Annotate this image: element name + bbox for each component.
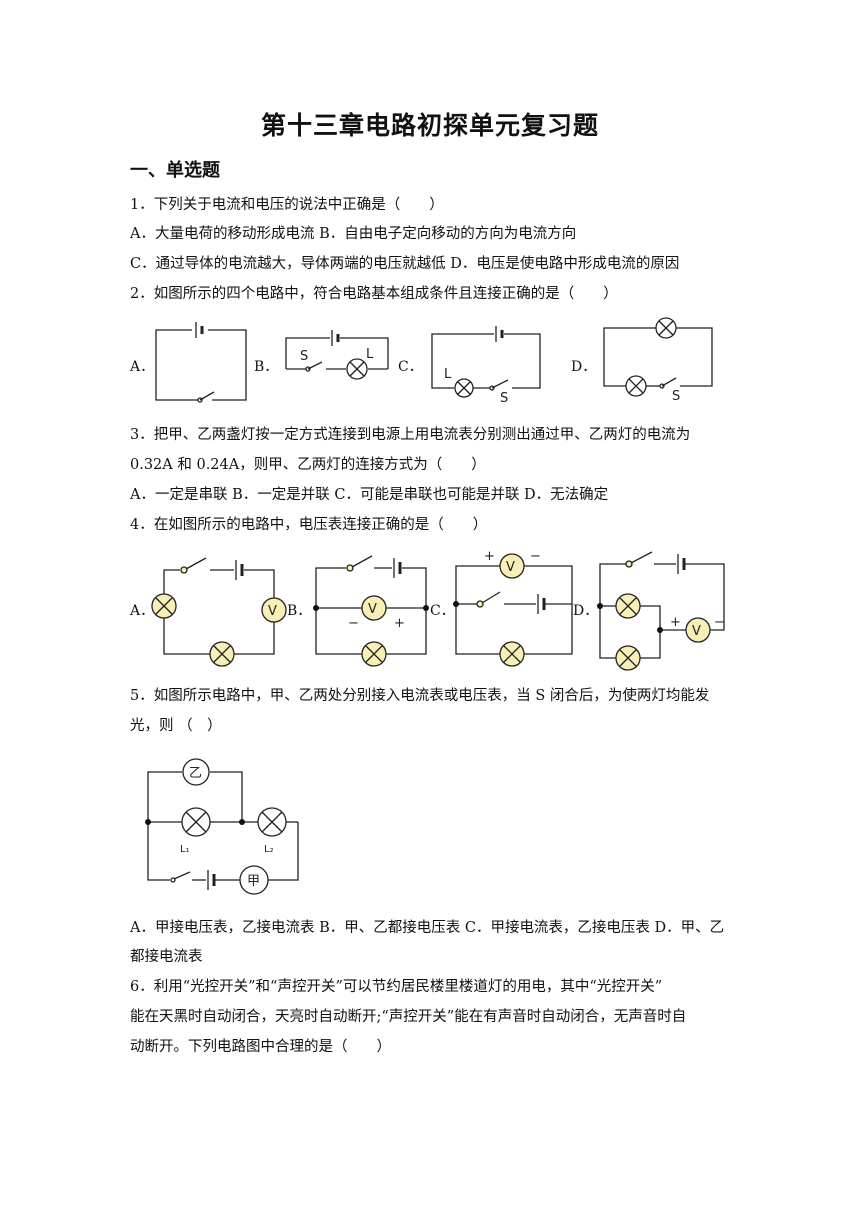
q5-options-2: 都接电流表 (130, 949, 203, 965)
q5-stem-2: 光，则 （ ） (130, 718, 222, 734)
q4-c-plus: + (484, 549, 495, 564)
q4-circuit-d: V + − (597, 551, 725, 671)
q4-stem: 4．在如图所示的电路中，电压表连接正确的是（ ） (130, 517, 488, 533)
q4-d-plus: + (670, 615, 681, 630)
q4-circuit-a: V (151, 557, 287, 667)
q2-b-switch-label: S (300, 349, 308, 364)
q4-d-meter-label: V (692, 624, 701, 639)
page-title: 第十三章电路初探单元复习题 (260, 111, 599, 140)
q6-stem-1: 6．利用“光控开关”和“声控开关”可以节约居民楼里楼道灯的用电，其中“光控开关” (130, 979, 663, 995)
q2-circuit-c: L S (431, 326, 541, 406)
q4-a-meter-label: V (268, 604, 277, 619)
q4-b-plus: + (394, 616, 405, 631)
q4-circuit-c: V + − (453, 549, 573, 667)
q4-b-minus: − (348, 616, 359, 631)
section-heading: 一、单选题 (130, 160, 220, 181)
q2-label-c: C． (398, 359, 423, 375)
q4-label-b: B． (287, 603, 312, 619)
q2-label-a: A． (130, 359, 155, 375)
q4-b-meter-label: V (368, 602, 377, 617)
q3-stem-1: 3．把甲、乙两盏灯按一定方式连接到电源上用电流表分别测出通过甲、乙两灯的电流为 (130, 427, 691, 443)
q2-circuit-b: S L (285, 330, 389, 380)
q2-label-d: D． (571, 359, 597, 375)
q2-label-b: B． (254, 359, 279, 375)
q1-stem: 1．下列关于电流和电压的说法中正确是（ ） (130, 197, 444, 213)
q4-c-meter-label: V (506, 560, 515, 575)
q4-label-a: A． (130, 603, 155, 619)
q5-options-1: A．甲接电压表，乙接电流表 B．甲、乙都接电压表 C．甲接电流表，乙接电压表 D… (130, 920, 725, 936)
q1-options-ab: A．大量电荷的移动形成电流 B．自由电子定向移动的方向为电流方向 (130, 226, 577, 242)
q5-l1-label: L₁ (180, 844, 190, 855)
q3-options: A．一定是串联 B．一定是并联 C．可能是串联也可能是并联 D．无法确定 (130, 487, 609, 503)
q5-meter-a-label: 甲 (247, 874, 260, 889)
q4-label-d: D． (573, 603, 599, 619)
q2-b-lamp-label: L (366, 347, 374, 362)
q2-d-switch-label: S (672, 389, 680, 404)
q4-d-minus: − (714, 615, 725, 630)
q2-c-switch-label: S (500, 391, 508, 406)
q6-stem-3: 动断开。下列电路图中合理的是（ ） (130, 1039, 391, 1055)
q4-c-minus: − (530, 549, 541, 564)
q5-meter-b-label: 乙 (189, 766, 202, 781)
q6-stem-2: 能在天黑时自动闭合，天亮时自动断开;“声控开关”能在有声音时自动闭合，无声音时自 (130, 1009, 687, 1025)
q2-stem: 2．如图所示的四个电路中，符合电路基本组成条件且连接正确的是（ ） (130, 286, 618, 302)
q1-options-cd: C．通过导体的电流越大，导体两端的电压就越低 D．电压是使电路中形成电流的原因 (130, 256, 680, 272)
q4-label-c: C． (430, 603, 455, 619)
q5-circuit: 乙 L₁ L₂ 甲 (145, 758, 299, 895)
q5-l2-label: L₂ (264, 844, 274, 855)
q3-stem-2: 0.32A 和 0.24A，则甲、乙两灯的连接方式为（ ） (130, 457, 486, 473)
q2-c-lamp-label: L (444, 367, 452, 382)
q2-circuit-d: S (603, 317, 713, 404)
q2-circuit-a (155, 322, 247, 403)
q4-circuit-b: V − + (313, 555, 429, 667)
q5-stem-1: 5．如图所示电路中，甲、乙两处分别接入电流表或电压表，当 S 闭合后，为使两灯均… (130, 688, 710, 704)
